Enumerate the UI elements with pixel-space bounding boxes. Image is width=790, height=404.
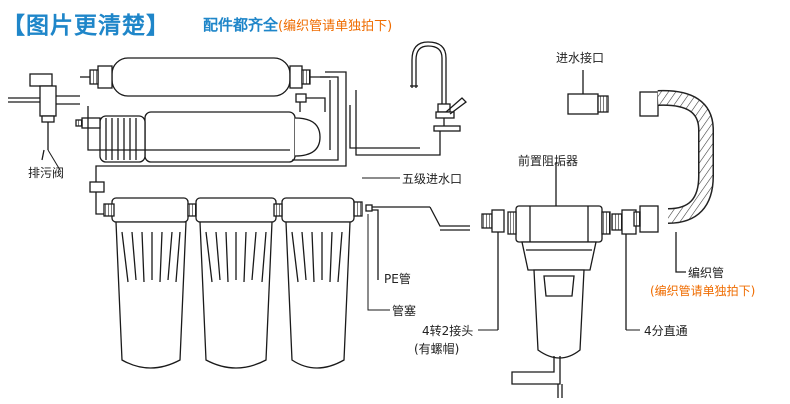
header-title: 【图片更清楚】 bbox=[2, 13, 170, 39]
filter-connectors bbox=[89, 181, 363, 217]
inlet-tubing bbox=[8, 97, 45, 103]
label-adapter-note: (有螺帽) bbox=[414, 342, 460, 356]
inlet-port bbox=[567, 70, 609, 115]
label-stage5-inlet: 五级进水口 bbox=[402, 172, 463, 186]
leader-lines bbox=[47, 149, 640, 331]
label-pe-tube: PE管 bbox=[384, 272, 411, 286]
drain-valve bbox=[29, 73, 80, 161]
straight-coupling bbox=[611, 209, 637, 330]
membrane-housing bbox=[75, 93, 326, 163]
connecting-tubes bbox=[87, 71, 441, 190]
adapter-4-to-2 bbox=[481, 209, 505, 330]
label-braided-hose: 编织管 bbox=[688, 266, 725, 280]
top-housing bbox=[80, 57, 330, 97]
label-drain-valve: 排污阀 bbox=[28, 166, 65, 180]
label-tube-plug: 管塞 bbox=[392, 304, 417, 318]
subtitle-note: (编织管请单独拍下) bbox=[278, 19, 393, 34]
pe-tube bbox=[365, 204, 470, 280]
pre-filter bbox=[507, 162, 611, 398]
filter-housing-3 bbox=[281, 197, 355, 369]
filter-housing-1 bbox=[111, 197, 189, 369]
label-inlet-port: 进水接口 bbox=[556, 51, 605, 65]
filter-housing-2 bbox=[195, 197, 277, 369]
subtitle-main: 配件都齐全 bbox=[203, 16, 279, 34]
faucet bbox=[410, 41, 467, 132]
label-pre-filter: 前置阻垢器 bbox=[518, 154, 579, 168]
braided-hose bbox=[633, 89, 714, 273]
label-straight: 4分直通 bbox=[644, 324, 688, 338]
label-adapter: 4转2接头 bbox=[422, 324, 474, 338]
label-braided-note: (编织管请单独拍下) bbox=[650, 284, 756, 298]
header-subtitle: 配件都齐全(编织管请单独拍下) bbox=[203, 14, 392, 35]
